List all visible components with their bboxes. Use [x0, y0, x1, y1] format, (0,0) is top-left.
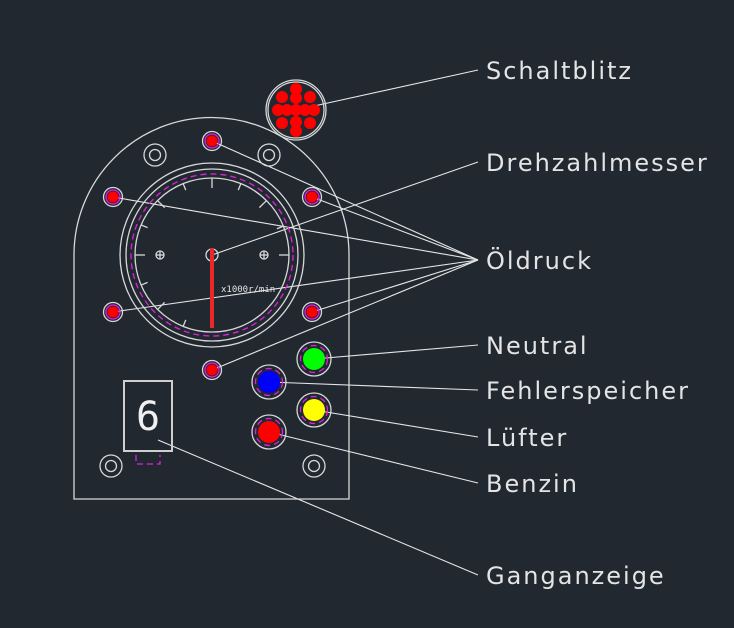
- shift-light-led: [281, 104, 293, 116]
- tachometer-needle: [210, 248, 214, 328]
- leader-oeldruck: [311, 196, 479, 261]
- oeldruck-lamp: [107, 306, 119, 318]
- oeldruck-lamp-ring: [301, 186, 323, 208]
- shift-light-led: [290, 83, 302, 95]
- shift-light-led: [290, 125, 302, 137]
- tachometer-unit-label: x1000r/min: [221, 285, 275, 295]
- shift-light-led: [308, 104, 320, 116]
- neutral-lamp-dashed: [299, 344, 329, 374]
- luefter-lamp-dashed: [299, 395, 329, 425]
- mounting-hole-inner: [148, 148, 162, 162]
- label-neutral: Neutral: [486, 332, 589, 360]
- tick-mark: [258, 200, 267, 209]
- mounting-hole-outer: [99, 454, 123, 478]
- benzin-lamp: [258, 421, 280, 443]
- crosshair-right: [259, 250, 269, 260]
- mounting-hole-outer: [257, 143, 281, 167]
- benzin-lamp-ring: [251, 414, 287, 450]
- tachometer-dashed-ring: [130, 173, 294, 337]
- shift-light-led: [304, 91, 316, 103]
- oeldruck-lamp-dashed: [304, 189, 320, 205]
- oeldruck-lamp-ring: [201, 359, 223, 381]
- label-luefter: Lüfter: [486, 424, 568, 452]
- mounting-hole-inner: [104, 459, 118, 473]
- tick-mark: [276, 225, 284, 230]
- schaltblitz-shift-light: [265, 79, 327, 141]
- tachometer: x1000r/min: [119, 162, 305, 348]
- fehlerspeicher-lamp-ring: [251, 364, 287, 400]
- gear-connector: [135, 455, 161, 465]
- oeldruck-lamp-dashed: [204, 133, 220, 149]
- label-oeldruck: Öldruck: [486, 246, 593, 275]
- shift-light-led: [299, 104, 311, 116]
- mounting-hole-inner: [307, 459, 321, 473]
- neutral-lamp-ring: [296, 341, 332, 377]
- tick-mark: [182, 319, 187, 327]
- shift-light-led: [290, 116, 302, 128]
- luefter-lamp: [303, 399, 325, 421]
- leader-benzin: [268, 431, 479, 484]
- shift-light-led: [290, 92, 302, 104]
- oeldruck-lamp-dashed: [204, 362, 220, 378]
- tick-mark: [140, 281, 148, 286]
- oeldruck-lamp-dashed: [304, 304, 320, 320]
- shift-light-led: [304, 117, 316, 129]
- leader-lines: [112, 69, 479, 576]
- gear-display: 6: [123, 380, 173, 465]
- oeldruck-lamp: [206, 135, 218, 147]
- leader-fehlerspeicher: [268, 381, 479, 391]
- label-drehzahlmesser: Drehzahlmesser: [486, 149, 709, 177]
- shift-light-led: [276, 117, 288, 129]
- tick-mark: [182, 183, 187, 191]
- neutral-lamp: [303, 348, 325, 370]
- oeldruck-lamps: [102, 130, 323, 381]
- oeldruck-lamp-ring: [102, 186, 124, 208]
- oeldruck-lamp-ring: [301, 301, 323, 323]
- benzin-lamp-dashed: [254, 417, 284, 447]
- label-benzin: Benzin: [486, 470, 579, 498]
- fehlerspeicher-lamp: [258, 371, 280, 393]
- label-schaltblitz: Schaltblitz: [486, 57, 633, 85]
- mounting-hole-outer: [302, 454, 326, 478]
- tachometer-ticks: [135, 178, 289, 327]
- oeldruck-lamp-dashed: [105, 189, 121, 205]
- tick-mark: [140, 224, 148, 229]
- tick-mark: [157, 200, 166, 209]
- shift-light-led: [276, 91, 288, 103]
- oeldruck-lamp: [206, 364, 218, 376]
- indicator-lamps: [251, 341, 332, 450]
- label-fehlerspeicher: Fehlerspeicher: [486, 377, 690, 405]
- crosshair-left: [155, 250, 165, 260]
- oeldruck-lamp-ring: [102, 301, 124, 323]
- tick-mark: [157, 301, 166, 310]
- gear-digit: 6: [136, 394, 160, 440]
- oeldruck-lamp: [306, 191, 318, 203]
- leader-luefter: [313, 409, 479, 438]
- mounting-holes: [99, 143, 326, 478]
- luefter-lamp-ring: [296, 392, 332, 428]
- leader-drehzahlmesser: [211, 161, 479, 256]
- leader-schaltblitz: [295, 69, 479, 111]
- leader-oeldruck: [112, 259, 479, 313]
- shift-light-led: [290, 104, 302, 116]
- leader-oeldruck: [311, 259, 479, 313]
- mounting-hole-inner: [262, 148, 276, 162]
- mounting-hole-outer: [143, 143, 167, 167]
- shift-light-led: [272, 104, 284, 116]
- leader-oeldruck: [211, 140, 479, 261]
- leader-oeldruck: [211, 259, 479, 371]
- leader-ganganzeige: [157, 439, 479, 576]
- oeldruck-lamp-ring: [201, 130, 223, 152]
- leader-oeldruck: [112, 196, 479, 261]
- housing-outline: [73, 116, 350, 500]
- fehlerspeicher-lamp-dashed: [254, 367, 284, 397]
- leader-neutral: [313, 344, 479, 360]
- oeldruck-lamp-dashed: [105, 304, 121, 320]
- oeldruck-lamp: [306, 306, 318, 318]
- tick-mark: [237, 183, 242, 191]
- label-ganganzeige: Ganganzeige: [486, 562, 666, 590]
- oeldruck-lamp: [107, 191, 119, 203]
